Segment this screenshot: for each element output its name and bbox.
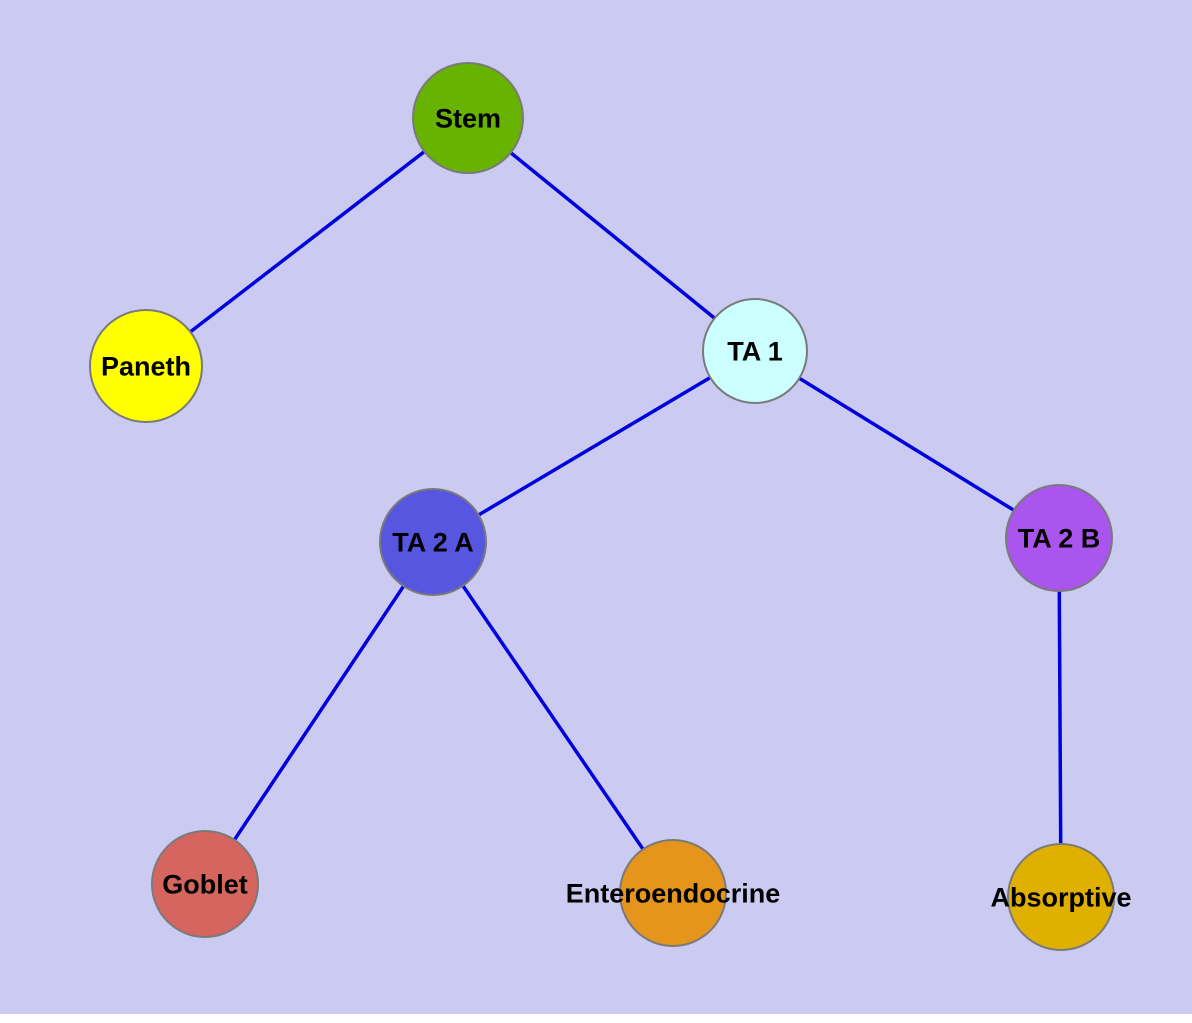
graph-node-ta2b: TA 2 B <box>1005 484 1113 592</box>
node-circle-paneth <box>89 309 203 423</box>
node-label-paneth: Paneth <box>101 351 191 381</box>
edge-ta2b-absorptive <box>1057 537 1063 898</box>
graph-node-goblet: Goblet <box>151 830 259 938</box>
edge-ta1-ta2a <box>432 349 756 544</box>
node-label-ta1: TA 1 <box>727 336 783 366</box>
graph-node-enteroendocrine: Enteroendocrine <box>566 839 781 947</box>
edge-stem-paneth <box>144 116 470 368</box>
graph-node-stem: Stem <box>412 62 524 174</box>
node-circle-ta1 <box>702 298 808 404</box>
node-circle-ta2b <box>1005 484 1113 592</box>
node-label-enteroendocrine: Enteroendocrine <box>566 878 781 908</box>
node-circle-absorptive <box>1007 843 1115 951</box>
graph-node-ta2a: TA 2 A <box>379 488 487 596</box>
edge-ta2a-enteroendocrine <box>431 541 675 894</box>
edge-stem-ta1 <box>466 116 757 353</box>
node-circle-goblet <box>151 830 259 938</box>
node-label-ta2a: TA 2 A <box>392 527 474 557</box>
node-label-ta2b: TA 2 B <box>1018 523 1101 553</box>
edge-ta1-ta2b <box>754 349 1060 540</box>
node-circle-stem <box>412 62 524 174</box>
node-label-absorptive: Absorptive <box>990 882 1131 912</box>
graph-node-ta1: TA 1 <box>702 298 808 404</box>
edge-ta2a-goblet <box>203 541 435 885</box>
graph-node-absorptive: Absorptive <box>990 843 1132 951</box>
graph-node-paneth: Paneth <box>89 309 203 423</box>
node-label-goblet: Goblet <box>162 869 248 899</box>
node-circle-enteroendocrine <box>619 839 727 947</box>
node-circle-ta2a <box>379 488 487 596</box>
node-label-stem: Stem <box>435 103 501 133</box>
